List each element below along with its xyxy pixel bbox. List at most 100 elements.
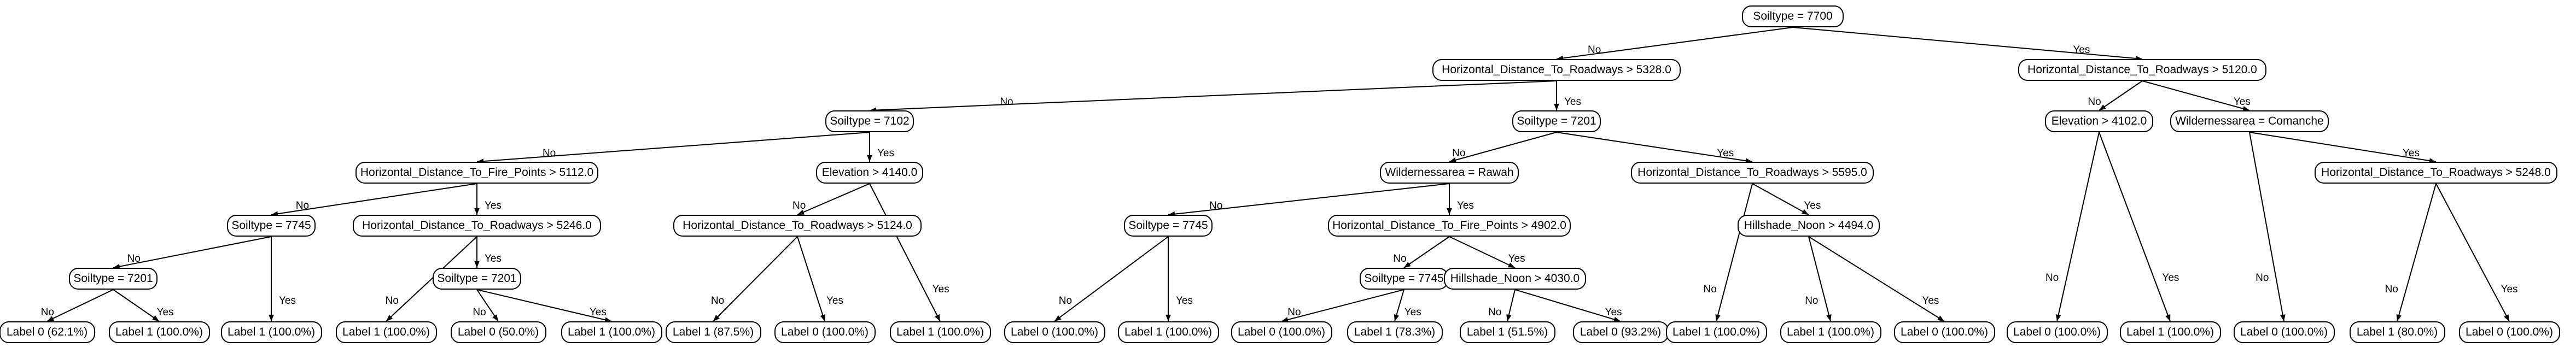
tree-edge-arrowhead xyxy=(1826,314,1832,321)
tree-edge xyxy=(2142,80,2250,111)
leaf-node: Label 0 (100.0%) xyxy=(2458,321,2560,343)
decision-node: Soiltype = 7745 xyxy=(1360,268,1448,290)
leaf-node: Label 1 (100.0%) xyxy=(220,321,322,343)
decision-node: Horizontal_Distance_To_Roadways > 5124.0 xyxy=(673,215,922,237)
branch-label-no: No xyxy=(1488,307,1502,319)
leaf-node: Label 0 (93.2%) xyxy=(1572,321,1669,343)
decision-node: Elevation > 4102.0 xyxy=(2045,110,2153,132)
tree-edge xyxy=(46,289,114,322)
branch-label-yes: Yes xyxy=(156,307,174,319)
tree-edge xyxy=(1556,27,1793,60)
tree-edge-arrowhead xyxy=(604,317,611,322)
decision-node: Horizontal_Distance_To_Roadways > 5328.0 xyxy=(1432,59,1681,81)
tree-edge-arrowhead xyxy=(47,316,54,321)
branch-label-yes: Yes xyxy=(1564,96,1581,108)
branch-label-no: No xyxy=(385,295,399,307)
tree-edge-arrowhead xyxy=(1715,314,1721,321)
tree-edge-arrowhead xyxy=(1165,314,1171,321)
tree-edge xyxy=(1792,27,2143,60)
tree-edge xyxy=(2249,132,2437,162)
tree-edge xyxy=(2249,132,2284,322)
decision-node: Hillshade_Noon > 4494.0 xyxy=(1738,215,1880,237)
tree-edge xyxy=(2056,132,2100,322)
tree-edge-arrowhead xyxy=(152,315,159,321)
tree-edge-arrowhead xyxy=(1281,317,1289,322)
branch-label-yes: Yes xyxy=(485,253,502,265)
tree-edge xyxy=(1716,183,1753,322)
branch-label-yes: Yes xyxy=(279,295,296,307)
leaf-node: Label 0 (100.0%) xyxy=(1231,321,1332,343)
tree-edge-arrowhead xyxy=(474,261,480,268)
tree-edge xyxy=(113,289,160,322)
tree-edge xyxy=(386,236,477,322)
tree-edge xyxy=(797,236,825,322)
tree-edge-arrowhead xyxy=(1554,103,1559,110)
tree-edge xyxy=(1808,236,1945,322)
branch-label-no: No xyxy=(1058,295,1073,307)
leaf-node: Label 1 (100.0%) xyxy=(1665,321,1767,343)
tree-edge xyxy=(113,236,272,268)
tree-edge-arrowhead xyxy=(1449,157,1456,163)
leaf-node: Label 0 (100.0%) xyxy=(774,321,876,343)
decision-node: Soiltype = 7102 xyxy=(825,110,914,132)
leaf-node: Label 1 (78.3%) xyxy=(1347,321,1443,343)
decision-node: Horizontal_Distance_To_Roadways > 5120.0 xyxy=(2018,59,2266,81)
branch-label-no: No xyxy=(2385,283,2398,295)
leaf-node: Label 1 (100.0%) xyxy=(1780,321,1881,343)
tree-edge xyxy=(1403,236,1450,268)
leaf-node: Label 1 (100.0%) xyxy=(1117,321,1219,343)
tree-edge-arrowhead xyxy=(1613,316,1621,322)
branch-label-no: No xyxy=(2088,96,2101,108)
decision-node: Horizontal_Distance_To_Roadways > 5246.0 xyxy=(353,215,601,237)
tree-edge-arrowhead xyxy=(2165,314,2171,321)
leaf-node: Label 1 (87.5%) xyxy=(665,321,761,343)
tree-edge xyxy=(2397,183,2437,322)
branch-label-yes: Yes xyxy=(485,200,502,212)
tree-edge-arrowhead xyxy=(1508,262,1515,268)
tree-edge-arrowhead xyxy=(269,314,274,321)
branch-label-no: No xyxy=(2256,272,2269,284)
branch-label-yes: Yes xyxy=(2162,272,2179,284)
tree-edge-arrowhead xyxy=(1447,208,1452,215)
tree-edge-arrowhead xyxy=(386,315,393,321)
leaf-node: Label 1 (100.0%) xyxy=(561,321,662,343)
tree-edge xyxy=(1556,132,1753,162)
branch-label-no: No xyxy=(40,307,54,319)
tree-edge-arrowhead xyxy=(820,314,825,321)
branch-label-no: No xyxy=(1703,283,1717,295)
branch-label-yes: Yes xyxy=(826,295,843,307)
leaf-node: Label 0 (100.0%) xyxy=(2006,321,2108,343)
branch-label-no: No xyxy=(710,295,725,307)
leaf-node: Label 1 (80.0%) xyxy=(2349,321,2445,343)
branch-label-yes: Yes xyxy=(2402,148,2420,160)
leaf-node: Label 0 (62.1%) xyxy=(0,321,95,343)
branch-label-yes: Yes xyxy=(877,148,894,160)
decision-node: Horizontal_Distance_To_Roadways > 5248.0 xyxy=(2315,162,2557,184)
tree-edge-arrowhead xyxy=(1404,262,1411,268)
tree-edge xyxy=(1752,183,1809,215)
tree-edge xyxy=(869,80,1557,111)
decision-node: Wildernessarea = Comanche xyxy=(2170,110,2329,132)
tree-edge xyxy=(869,183,941,322)
branch-label-no: No xyxy=(1452,148,1466,160)
branch-label-yes: Yes xyxy=(1605,307,1622,319)
branch-label-yes: Yes xyxy=(1508,253,1525,265)
branch-label-no: No xyxy=(542,148,556,160)
decision-node: Horizontal_Distance_To_Roadways > 5595.0 xyxy=(1631,162,1874,184)
branch-label-yes: Yes xyxy=(2073,44,2090,56)
leaf-node: Label 1 (100.0%) xyxy=(889,321,991,343)
leaf-node: Label 0 (100.0%) xyxy=(1004,321,1105,343)
tree-edge-arrowhead xyxy=(2242,106,2249,111)
tree-edge xyxy=(1054,236,1169,322)
tree-edge-arrowhead xyxy=(935,314,940,321)
branch-label-no: No xyxy=(1000,96,1013,108)
decision-node: Hillshade_Noon > 4030.0 xyxy=(1444,268,1586,290)
tree-edge-arrowhead xyxy=(1937,315,1944,321)
decision-node: Horizontal_Distance_To_Fire_Points > 490… xyxy=(1328,215,1571,237)
branch-label-yes: Yes xyxy=(1804,200,1821,212)
decision-node: Soiltype = 7201 xyxy=(433,268,521,290)
decision-node: Elevation > 4140.0 xyxy=(816,162,923,184)
tree-edge-arrowhead xyxy=(474,208,480,215)
